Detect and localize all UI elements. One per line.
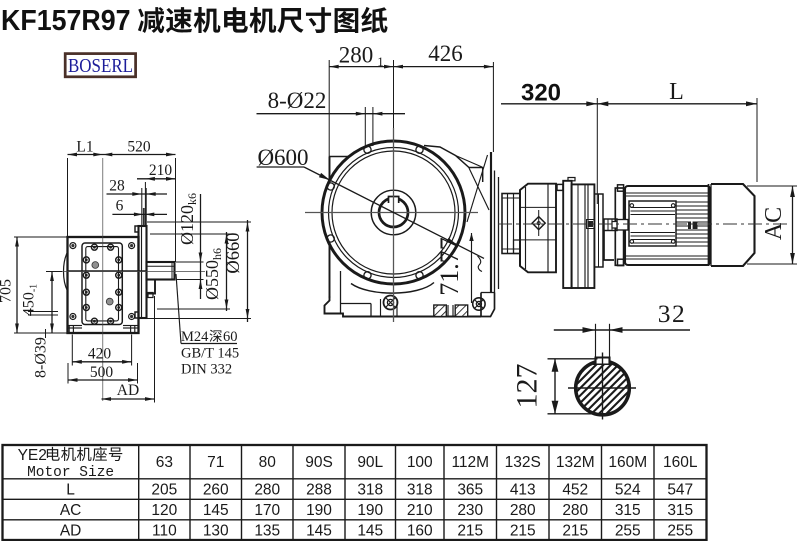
- svg-text:L1: L1: [76, 139, 93, 156]
- svg-text:130: 130: [203, 523, 229, 540]
- svg-text:500: 500: [90, 364, 114, 381]
- svg-text:L: L: [66, 482, 75, 499]
- svg-text:145: 145: [203, 502, 229, 519]
- svg-text:Ø120k6: Ø120k6: [177, 193, 199, 245]
- svg-text:260: 260: [203, 482, 229, 499]
- svg-text:AC: AC: [60, 502, 82, 519]
- svg-text:160: 160: [407, 523, 433, 540]
- svg-text:132S: 132S: [505, 454, 541, 471]
- svg-text:32: 32: [658, 299, 687, 328]
- svg-text:215: 215: [510, 523, 536, 540]
- svg-text:60: 60: [223, 329, 238, 345]
- svg-text:420: 420: [88, 346, 112, 363]
- svg-text:80: 80: [259, 454, 277, 471]
- svg-text:280: 280: [339, 43, 374, 68]
- svg-text:DIN 332: DIN 332: [181, 362, 232, 378]
- svg-text:KF157R97: KF157R97: [1, 5, 131, 37]
- svg-text:365: 365: [457, 482, 483, 499]
- svg-text:100: 100: [407, 454, 433, 471]
- svg-text:318: 318: [407, 482, 433, 499]
- svg-text:145: 145: [357, 523, 383, 540]
- svg-text:6: 6: [116, 198, 124, 215]
- svg-text:205: 205: [151, 482, 177, 499]
- svg-text:160L: 160L: [663, 454, 698, 471]
- svg-text:8-Ø39: 8-Ø39: [33, 337, 50, 378]
- svg-text:255: 255: [615, 523, 641, 540]
- svg-text:28: 28: [109, 178, 125, 195]
- svg-text:452: 452: [562, 482, 588, 499]
- svg-text:135: 135: [254, 523, 280, 540]
- svg-text:AD: AD: [117, 382, 139, 399]
- svg-text:90S: 90S: [305, 454, 333, 471]
- svg-text:280: 280: [510, 502, 536, 519]
- svg-text:318: 318: [357, 482, 383, 499]
- svg-text:Ø660: Ø660: [224, 232, 244, 273]
- svg-text:AC: AC: [761, 207, 787, 240]
- svg-text:210: 210: [407, 502, 433, 519]
- svg-text:520: 520: [127, 139, 151, 156]
- svg-text:524: 524: [615, 482, 641, 499]
- svg-text:GB/T 145: GB/T 145: [181, 346, 239, 362]
- svg-text:413: 413: [510, 482, 536, 499]
- svg-text:127: 127: [511, 364, 544, 409]
- svg-text:71.77: 71.77: [435, 237, 464, 296]
- svg-text:210: 210: [149, 162, 173, 179]
- svg-text:Motor Size: Motor Size: [27, 465, 114, 481]
- svg-text:280: 280: [254, 482, 280, 499]
- svg-text:255: 255: [667, 523, 693, 540]
- svg-text:190: 190: [357, 502, 383, 519]
- svg-text:215: 215: [457, 523, 483, 540]
- svg-text:160M: 160M: [608, 454, 647, 471]
- svg-text:705: 705: [0, 279, 15, 303]
- svg-text:190: 190: [306, 502, 332, 519]
- svg-text:215: 215: [562, 523, 588, 540]
- svg-text:120: 120: [151, 502, 177, 519]
- svg-text:280: 280: [562, 502, 588, 519]
- svg-text:315: 315: [667, 502, 693, 519]
- svg-text:547: 547: [667, 482, 693, 499]
- svg-text:63: 63: [156, 454, 173, 471]
- svg-text:1: 1: [377, 54, 384, 69]
- svg-text:145: 145: [306, 523, 332, 540]
- svg-text:8-Ø22: 8-Ø22: [268, 88, 327, 113]
- svg-text:288: 288: [306, 482, 332, 499]
- svg-text:L: L: [669, 79, 684, 105]
- svg-text:110: 110: [152, 523, 177, 540]
- svg-text:M24: M24: [181, 329, 209, 345]
- svg-text:71: 71: [207, 454, 224, 471]
- svg-text:426: 426: [428, 41, 463, 66]
- svg-text:Ø550h6: Ø550h6: [202, 248, 224, 300]
- svg-text:AD: AD: [60, 523, 82, 540]
- svg-text:132M: 132M: [556, 454, 595, 471]
- svg-text:230: 230: [457, 502, 483, 519]
- svg-text:112M: 112M: [451, 454, 489, 471]
- svg-text:170: 170: [254, 502, 280, 519]
- svg-text:320: 320: [521, 80, 561, 107]
- svg-text:315: 315: [615, 502, 641, 519]
- svg-text:Ø600: Ø600: [257, 145, 308, 170]
- svg-text:90L: 90L: [357, 454, 383, 471]
- svg-text:BOSERL: BOSERL: [68, 55, 133, 77]
- svg-text:YE2: YE2: [18, 447, 47, 464]
